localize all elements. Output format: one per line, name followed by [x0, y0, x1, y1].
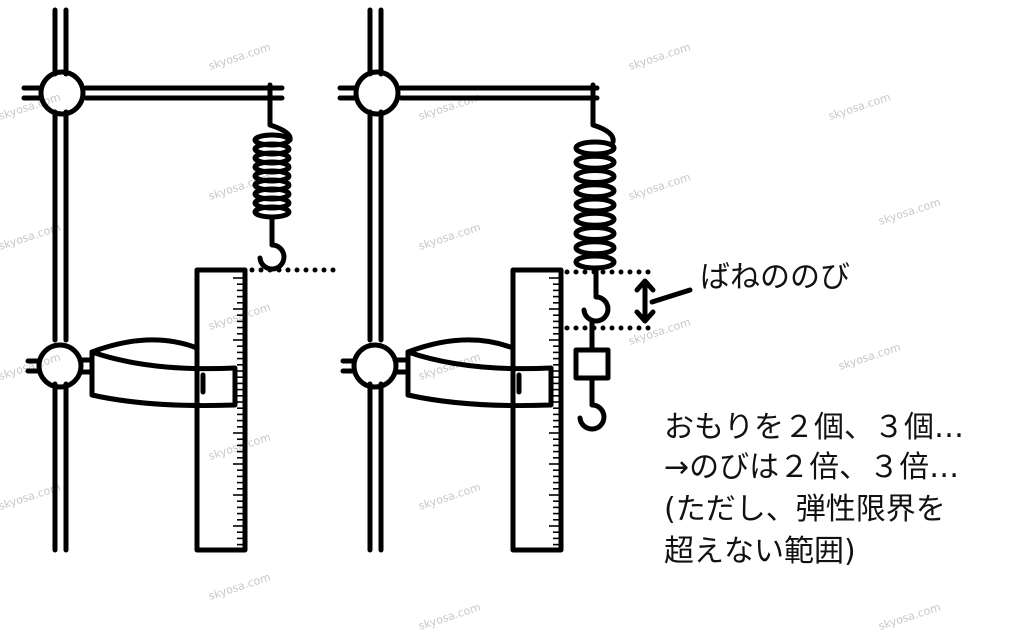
coil-loop [573, 139, 617, 157]
note-line-4: 超えない範囲) [664, 534, 856, 569]
right-lower-joint [340, 342, 410, 390]
left-upper-clamp-joint [38, 69, 86, 117]
coil-loop [573, 225, 617, 242]
watermark-text: skyosa.com [207, 41, 272, 73]
right-upper-clamp-joint [353, 69, 401, 117]
left-spring-coil [252, 132, 292, 220]
right-arm [337, 85, 600, 101]
label-leader-line [649, 287, 693, 305]
watermark-text: skyosa.com [627, 171, 692, 203]
right-apparatus [337, 7, 693, 553]
coil-loop [252, 204, 292, 220]
watermark-text: skyosa.com [837, 341, 902, 373]
weight [573, 319, 611, 432]
right-stand-pole [367, 7, 384, 553]
watermark-text: skyosa.com [417, 91, 482, 123]
coil-loop [573, 153, 617, 171]
left-ruler [194, 267, 248, 553]
coil-loop [573, 196, 617, 214]
coil-loop [573, 182, 617, 200]
left-stand-pole [52, 7, 69, 553]
right-ruler-clamp [405, 337, 554, 409]
watermark-text: skyosa.com [417, 601, 482, 633]
coil-loop [573, 253, 617, 271]
extension-arrow [634, 278, 693, 324]
watermark-text: skyosa.com [827, 91, 892, 123]
left-lower-joint [25, 342, 95, 390]
watermark-text: skyosa.com [627, 41, 692, 73]
right-spring-coil [573, 139, 617, 271]
watermark-text: skyosa.com [207, 571, 272, 603]
left-ruler-ticks [233, 277, 243, 546]
left-apparatus [21, 7, 343, 553]
coil-loop [573, 210, 617, 228]
spring-extension-label: ばねののび [700, 260, 850, 295]
right-ruler-ticks [549, 277, 559, 546]
left-spring-top-wire [267, 82, 293, 143]
left-ruler-clamp [89, 337, 238, 409]
watermark-text: skyosa.com [417, 221, 482, 253]
note-line-2: →のびは２倍、３倍… [664, 450, 960, 485]
watermark-text: skyosa.com [0, 351, 62, 383]
coil-loop [573, 168, 617, 185]
right-ruler [510, 267, 564, 553]
note-line-1: おもりを２個、３個… [664, 410, 964, 445]
watermark-text: skyosa.com [877, 196, 942, 228]
watermark-text: skyosa.com [627, 316, 692, 348]
left-spring-hook [257, 215, 287, 272]
note-line-3: (ただし、弾性限界を [664, 492, 946, 527]
watermark-text: skyosa.com [877, 601, 942, 633]
watermark-text: skyosa.com [417, 481, 482, 513]
right-spring-hook [581, 267, 611, 324]
right-spring-top-wire [590, 82, 616, 145]
coil-loop [573, 239, 617, 257]
left-arm [21, 85, 285, 101]
